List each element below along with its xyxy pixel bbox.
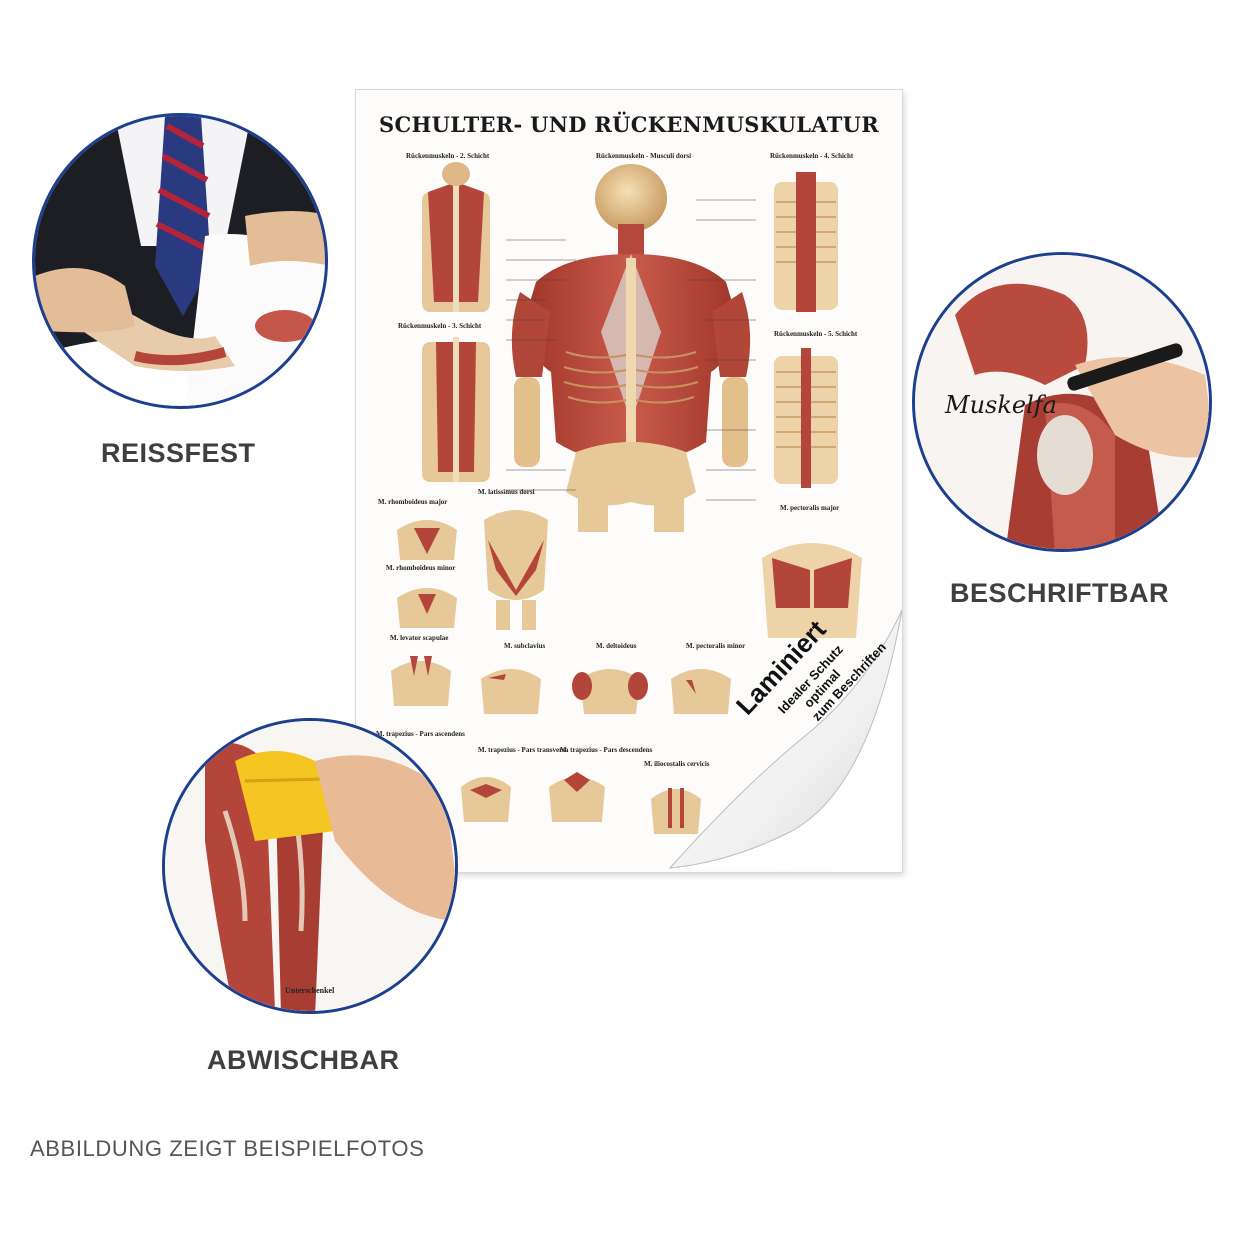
section-heading-pectoralis-minor: M. pectoralis minor — [686, 642, 746, 650]
poster-caption: Unterschenkel — [285, 986, 335, 995]
feature-circle-beschriftbar: Muskelfa — [912, 252, 1212, 552]
label-beschriftbar: BESCHRIFTBAR — [950, 578, 1169, 608]
layer4-illustration — [774, 172, 838, 312]
main-figure-leader-lines — [506, 199, 756, 501]
trapezius-descendens-illustration — [549, 772, 605, 822]
section-heading-trapezius-descendens: M. trapezius - Pars descendens — [560, 746, 653, 754]
layer5-illustration — [774, 348, 838, 488]
feature-circle-abwischbar: Unterschenkel — [162, 718, 458, 1014]
section-heading-iliocostalis: M. iliocostalis cervicis — [644, 760, 710, 768]
pectoralis-minor-illustration — [671, 669, 731, 714]
rhomboideus-minor-illustration — [397, 588, 457, 628]
label-abwischbar: ABWISCHBAR — [207, 1045, 400, 1075]
section-heading-trapezius-transversa: M. trapezius - Pars transversa — [478, 746, 569, 754]
tear-resistant-photo — [35, 116, 325, 406]
footnote: ABBILDUNG ZEIGT BEISPIELFOTOS — [30, 1136, 425, 1161]
section-heading-latissimus: M. latissimus dorsi — [478, 488, 535, 496]
section-heading-layer5: Rückenmuskeln - 5. Schicht — [774, 330, 858, 338]
poster-title: SCHULTER- UND RÜCKENMUSKULATUR — [378, 112, 879, 137]
levator-scapulae-illustration — [391, 656, 451, 706]
section-heading-pectoralis-major: M. pectoralis major — [780, 504, 840, 512]
laminated-page-curl — [668, 609, 903, 872]
section-heading-deltoideus: M. deltoideus — [596, 642, 637, 650]
section-heading-layer4: Rückenmuskeln - 4. Schicht — [770, 152, 854, 160]
handwritten-text: Muskelfa — [944, 391, 1057, 419]
section-heading-subclavius: M. subclavius — [504, 642, 546, 650]
section-heading-rhomboideus-major: M. rhomboideus major — [378, 498, 448, 506]
feature-circle-reissfest — [32, 113, 328, 409]
label-reissfest: REISSFEST — [101, 438, 256, 468]
section-heading-levator-scapulae: M. levator scapulae — [390, 634, 449, 642]
deltoideus-illustration — [572, 669, 648, 714]
layer3-illustration — [422, 337, 490, 482]
subclavius-illustration — [481, 669, 541, 714]
main-back-illustration — [511, 164, 751, 532]
iliocostalis-illustration — [651, 788, 701, 834]
pectoralis-major-illustration — [762, 543, 862, 638]
rhomboideus-major-illustration — [397, 520, 457, 560]
latissimus-illustration — [484, 510, 548, 630]
trapezius-transversa-illustration — [461, 777, 511, 822]
anatomy-poster: SCHULTER- UND RÜCKENMUSKULATUR Rückenmus… — [356, 90, 902, 872]
section-heading-rhomboideus-minor: M. rhomboideus minor — [386, 564, 456, 572]
section-heading-layer3: Rückenmuskeln - 3. Schicht — [398, 322, 482, 330]
section-heading-trapezius-ascendens: M. trapezius - Pars ascendens — [376, 730, 465, 738]
section-heading-dorsi: Rückenmuskeln - Musculi dorsi — [596, 152, 692, 160]
wipeable-photo: Unterschenkel — [165, 721, 455, 1011]
layer2-illustration — [422, 162, 490, 312]
writable-photo: Muskelfa — [915, 255, 1209, 549]
section-heading-layer2: Rückenmuskeln - 2. Schicht — [406, 152, 490, 160]
